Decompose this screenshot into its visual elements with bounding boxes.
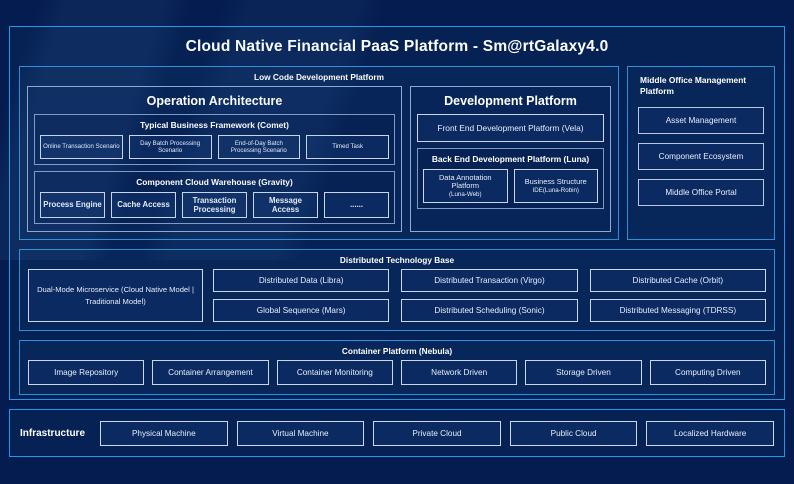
middle-office-management-platform-panel: Middle Office Management Platform Asset … bbox=[627, 66, 775, 240]
chip-timed-task[interactable]: Timed Task bbox=[306, 135, 389, 159]
chip-component-ecosystem[interactable]: Component Ecosystem bbox=[638, 142, 764, 170]
chip-distributed-cache-orbit[interactable]: Distributed Cache (Orbit) bbox=[589, 269, 766, 292]
component-cloud-warehouse-title: Component Cloud Warehouse (Gravity) bbox=[136, 177, 293, 187]
typical-business-framework-group: Typical Business Framework (Comet) Onlin… bbox=[34, 114, 395, 165]
chip-image-repository[interactable]: Image Repository bbox=[28, 360, 145, 385]
chip-dual-mode-microservice[interactable]: Dual-Mode Microservice (Cloud Native Mod… bbox=[28, 269, 203, 322]
platform-architecture-frame: Cloud Native Financial PaaS Platform - S… bbox=[9, 26, 785, 400]
low-code-development-platform-panel: Low Code Development Platform Operation … bbox=[19, 66, 619, 240]
chip-day-batch-processing-scenario[interactable]: Day Batch Processing Scenario bbox=[128, 135, 212, 159]
chip-computing-driven[interactable]: Computing Driven bbox=[649, 360, 766, 385]
chip-business-structure-ide-sub: IDE(Luna-Robin) bbox=[532, 186, 579, 194]
distributed-technology-base-panel: Distributed Technology Base Dual-Mode Mi… bbox=[19, 249, 775, 331]
chip-distributed-scheduling-sonic[interactable]: Distributed Scheduling (Sonic) bbox=[401, 299, 578, 322]
chip-cache-access[interactable]: Cache Access bbox=[111, 192, 176, 218]
operation-architecture-title: Operation Architecture bbox=[146, 94, 283, 108]
chip-data-annotation-platform[interactable]: Data Annotation Platform (Luna-Web) bbox=[423, 169, 508, 203]
back-end-development-platform-title: Back End Development Platform (Luna) bbox=[431, 154, 590, 164]
back-end-development-platform-group: Back End Development Platform (Luna) Dat… bbox=[417, 148, 604, 209]
infrastructure-label: Infrastructure bbox=[20, 427, 86, 439]
chip-asset-management[interactable]: Asset Management bbox=[638, 106, 764, 134]
chip-localized-hardware[interactable]: Localized Hardware bbox=[646, 420, 774, 446]
development-platform-title: Development Platform bbox=[444, 94, 577, 108]
middle-office-panel-title: Middle Office Management Platform bbox=[640, 75, 747, 97]
chip-data-annotation-platform-sub: (Luna-Web) bbox=[448, 191, 482, 199]
chip-business-structure-ide[interactable]: Business Structure IDE(Luna-Robin) bbox=[513, 169, 598, 203]
chip-business-structure-ide-main: Business Structure bbox=[524, 176, 587, 186]
distributed-technology-base-title: Distributed Technology Base bbox=[339, 255, 455, 265]
chip-distributed-data-libra[interactable]: Distributed Data (Libra) bbox=[213, 269, 390, 292]
development-platform-panel: Development Platform Front End Developme… bbox=[410, 86, 611, 232]
chip-transaction-processing[interactable]: Transaction Processing bbox=[182, 192, 247, 218]
chip-global-sequence-mars[interactable]: Global Sequence (Mars) bbox=[213, 299, 390, 322]
chip-public-cloud[interactable]: Public Cloud bbox=[509, 420, 638, 446]
chip-physical-machine[interactable]: Physical Machine bbox=[100, 420, 228, 446]
container-platform-panel: Container Platform (Nebula) Image Reposi… bbox=[19, 340, 775, 395]
chip-network-driven[interactable]: Network Driven bbox=[400, 360, 518, 385]
chip-storage-driven[interactable]: Storage Driven bbox=[525, 360, 642, 385]
chip-online-transaction-scenario[interactable]: Online Transaction Scenario bbox=[40, 135, 123, 159]
chip-container-monitoring[interactable]: Container Monitoring bbox=[276, 360, 393, 385]
container-platform-title: Container Platform (Nebula) bbox=[341, 346, 453, 356]
infrastructure-panel: Infrastructure Physical Machine Virtual … bbox=[9, 409, 785, 457]
chip-virtual-machine[interactable]: Virtual Machine bbox=[236, 420, 365, 446]
page-title: Cloud Native Financial PaaS Platform - S… bbox=[185, 38, 609, 55]
component-cloud-warehouse-group: Component Cloud Warehouse (Gravity) Proc… bbox=[34, 171, 395, 224]
chip-distributed-transaction-virgo[interactable]: Distributed Transaction (Virgo) bbox=[401, 269, 578, 292]
chip-more-ellipsis[interactable]: ...... bbox=[324, 192, 389, 218]
top-section: Low Code Development Platform Operation … bbox=[19, 66, 775, 240]
chip-private-cloud[interactable]: Private Cloud bbox=[373, 420, 501, 446]
chip-front-end-development-platform[interactable]: Front End Development Platform (Vela) bbox=[417, 114, 604, 142]
chip-message-access[interactable]: Message Access bbox=[253, 192, 318, 218]
chip-distributed-messaging-tdrss[interactable]: Distributed Messaging (TDRSS) bbox=[589, 299, 766, 322]
chip-process-engine[interactable]: Process Engine bbox=[40, 192, 105, 218]
operation-architecture-panel: Operation Architecture Typical Business … bbox=[27, 86, 402, 232]
chip-end-of-day-batch-processing-scenario[interactable]: End-of-Day Batch Processing Scenario bbox=[217, 135, 301, 159]
low-code-panel-title: Low Code Development Platform bbox=[254, 72, 384, 82]
chip-middle-office-portal[interactable]: Middle Office Portal bbox=[638, 178, 764, 206]
chip-data-annotation-platform-main: Data Annotation Platform bbox=[438, 172, 492, 191]
typical-business-framework-title: Typical Business Framework (Comet) bbox=[140, 120, 289, 130]
chip-container-arrangement[interactable]: Container Arrangement bbox=[152, 360, 269, 385]
